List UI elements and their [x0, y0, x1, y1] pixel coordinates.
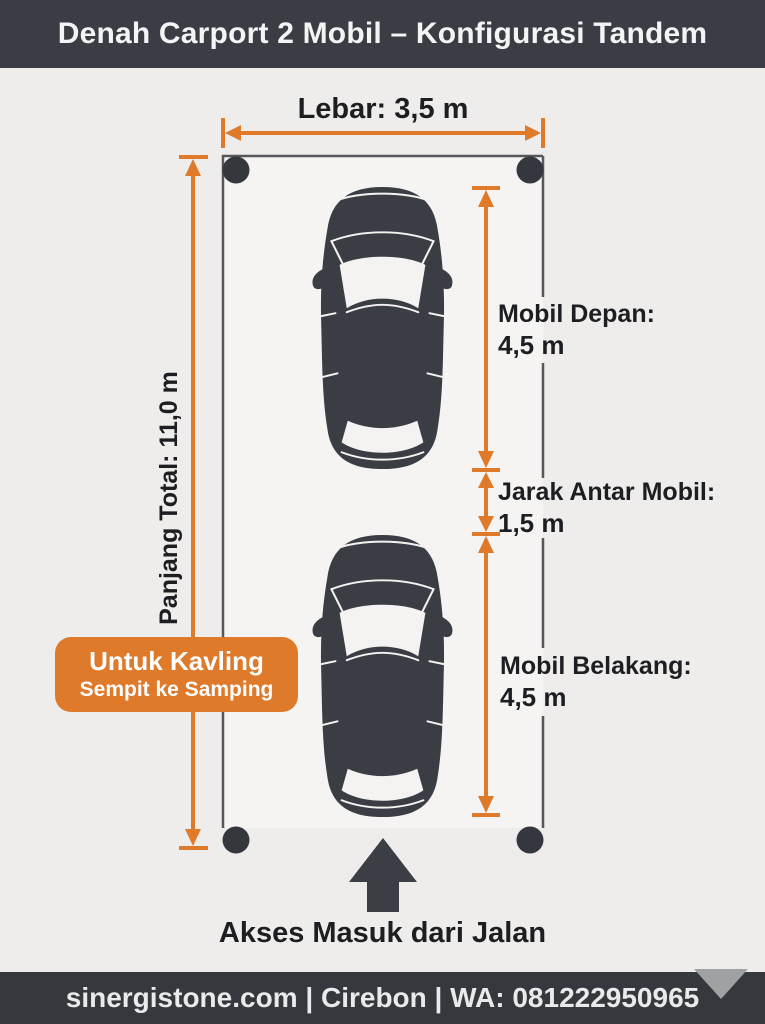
badge-line-1: Untuk Kavling — [89, 645, 264, 676]
car-top-view-icon — [311, 185, 454, 470]
length-dimension-label: Panjang Total: 11,0 m — [155, 371, 183, 625]
access-label: Akses Masuk dari Jalan — [218, 917, 547, 949]
rear-car-label: Mobil Belakang: — [500, 652, 692, 680]
gap-label: Jarak Antar Mobil: — [498, 478, 716, 506]
front-car-value: 4,5 m — [498, 329, 565, 360]
badge-line-2: Sempit ke Samping — [79, 677, 274, 701]
carport-post-icon — [222, 156, 544, 854]
header-bar: Denah Carport 2 Mobil – Konfigurasi Tand… — [0, 0, 765, 68]
page-title: Denah Carport 2 Mobil – Konfigurasi Tand… — [57, 17, 708, 50]
front-car-dimension-label: Mobil Depan: 4,5 m — [498, 299, 655, 361]
carport-outline — [221, 154, 545, 828]
highlight-badge: Untuk Kavling Sempit ke Samping — [55, 637, 298, 712]
down-triangle-icon — [694, 969, 748, 999]
gap-dimension-label: Jarak Antar Mobil: 1,5 m — [498, 477, 715, 539]
footer-contact-text: sinergistone.com | Cirebon | WA: 0812229… — [65, 982, 700, 1013]
up-arrow-icon — [349, 838, 417, 912]
footer-bar: sinergistone.com | Cirebon | WA: 0812229… — [0, 969, 765, 1024]
dimension-arrow-icon — [179, 118, 545, 850]
rear-car-dimension-label: Mobil Belakang: 4,5 m — [500, 651, 692, 713]
front-car-label: Mobil Depan: — [498, 300, 655, 328]
car-top-view-icon — [311, 533, 454, 818]
width-dimension-label: Lebar: 3,5 m — [297, 93, 469, 125]
rear-car-value: 4,5 m — [500, 681, 567, 712]
gap-value: 1,5 m — [498, 507, 565, 538]
